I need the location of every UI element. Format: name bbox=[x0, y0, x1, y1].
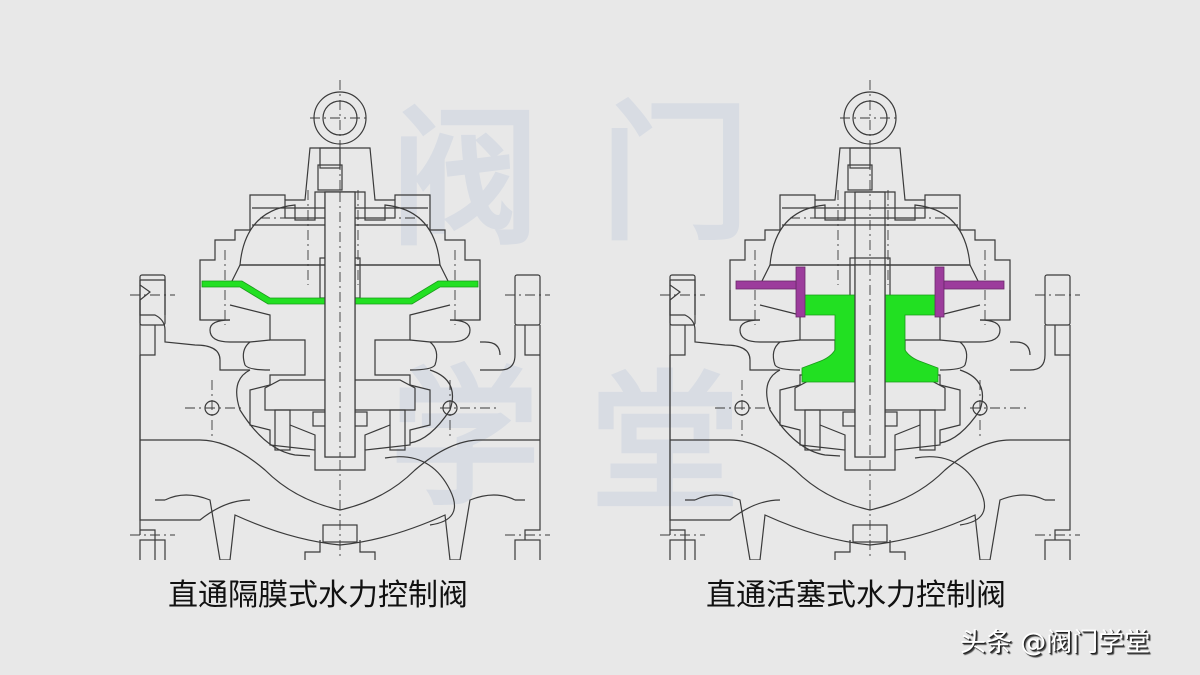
watermark-char: 门 bbox=[600, 88, 751, 262]
diaphragm-highlight bbox=[201, 280, 479, 305]
diaphragm-valve-caption: 直通隔膜式水力控制阀 bbox=[168, 578, 468, 613]
watermark-char: 阀 bbox=[390, 93, 541, 267]
diaphragm-valve-drawing bbox=[130, 80, 550, 560]
piston-valve-caption: 直通活塞式水力控制阀 bbox=[706, 578, 1006, 613]
cylinder-liner-highlight bbox=[735, 266, 1005, 318]
source-watermark: 头条 @阀门学堂 bbox=[960, 628, 1151, 658]
piston-valve-drawing bbox=[660, 80, 1080, 560]
